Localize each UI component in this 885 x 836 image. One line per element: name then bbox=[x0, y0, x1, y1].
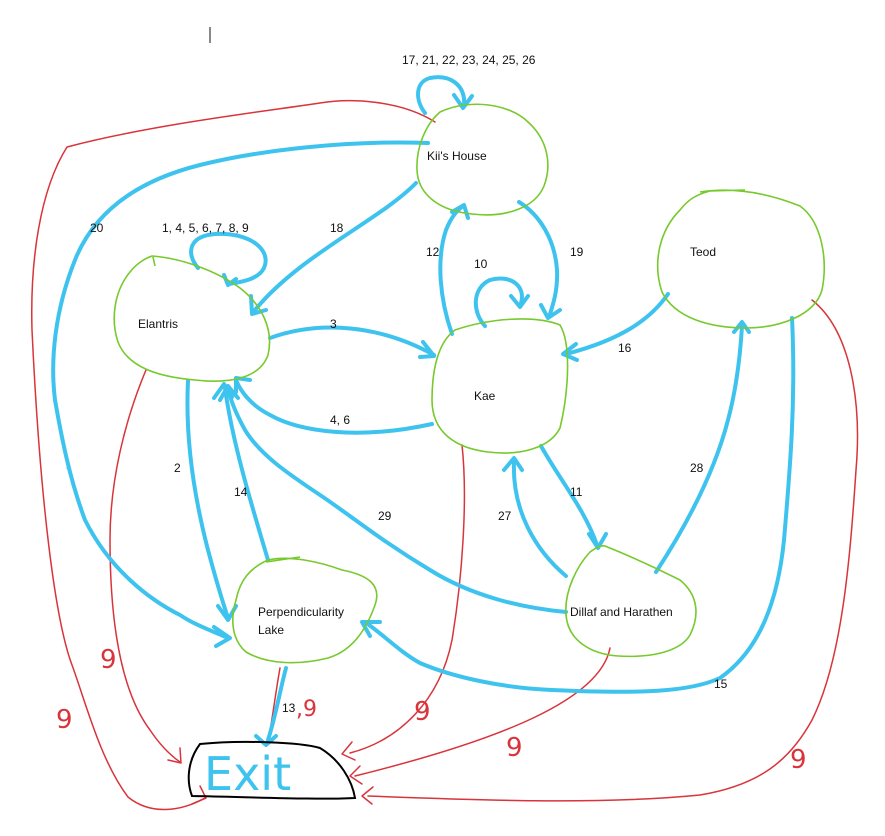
node-label-kae: Kae bbox=[474, 389, 496, 403]
node-label-perpendicularity-2: Lake bbox=[258, 623, 284, 637]
arrow-kae-kii bbox=[438, 204, 465, 336]
arrow-kii-self bbox=[416, 75, 467, 115]
red-arrow-kae-head bbox=[341, 741, 356, 761]
edge-label-11: 11 bbox=[570, 485, 583, 499]
node-elantris bbox=[113, 255, 271, 382]
arrow-elantris-kae-head bbox=[418, 340, 436, 359]
arrow-kae-elantris-head bbox=[234, 376, 252, 394]
edge-label-3: 3 bbox=[330, 317, 337, 331]
arrow-kii-self-head bbox=[452, 93, 474, 110]
node-kiis-house bbox=[416, 103, 549, 216]
nodes bbox=[113, 103, 825, 800]
node-label-elantris: Elantris bbox=[138, 317, 178, 331]
red-label-9-5: 9 bbox=[790, 745, 807, 775]
edge-label-18: 18 bbox=[330, 221, 344, 235]
edge-label-kae-self: 10 bbox=[474, 257, 488, 271]
edge-label-4-6: 4, 6 bbox=[330, 413, 350, 427]
arrow-elantris-perpendicularity bbox=[185, 379, 230, 620]
edge-label-13-red: ,9 bbox=[296, 697, 317, 722]
edge-label-27: 27 bbox=[498, 509, 512, 523]
red-arrow-teod-head bbox=[361, 786, 374, 805]
edge-label-19: 19 bbox=[570, 245, 584, 259]
red-arrow-kii-outer-head bbox=[191, 785, 207, 805]
arrow-kii-elantris bbox=[253, 181, 418, 312]
arrow-kii-kae-head bbox=[539, 303, 562, 320]
red-arrow-elantris-head bbox=[167, 747, 182, 764]
arrow-kae-self bbox=[473, 276, 524, 328]
edge-label-12: 12 bbox=[426, 245, 440, 259]
exit-arrows bbox=[31, 100, 859, 811]
arrow-perpendicularity-elantris bbox=[223, 386, 270, 562]
arrow-kae-self-head bbox=[509, 294, 530, 309]
red-label-9-1: 9 bbox=[100, 645, 117, 675]
arrow-dillaf-teod bbox=[654, 324, 744, 574]
node-exit bbox=[187, 740, 357, 800]
node-label-exit: Exit bbox=[204, 747, 291, 801]
node-label-perpendicularity-1: Perpendicularity bbox=[258, 605, 344, 619]
arrow-elantris-self bbox=[189, 231, 268, 286]
arrow-teod-kae-head bbox=[561, 342, 579, 362]
arrow-kae-elantris bbox=[234, 378, 434, 435]
node-label-dillaf: Dillaf and Harathen bbox=[570, 605, 673, 619]
red-arrow-dillaf bbox=[354, 647, 611, 777]
arrow-teod-perpendicularity-head bbox=[360, 620, 382, 638]
edge-label-elantris-self: 1, 4, 5, 6, 7, 8, 9 bbox=[162, 221, 249, 235]
arrow-kii-perpendicularity-head bbox=[212, 625, 232, 648]
node-perpendicularity bbox=[232, 556, 378, 664]
red-label-9-3: 9 bbox=[414, 697, 431, 727]
edge-label-2: 2 bbox=[174, 461, 181, 475]
stray-dot bbox=[66, 466, 70, 470]
arrow-elantris-kae bbox=[268, 325, 436, 357]
arrow-teod-perpendicularity bbox=[363, 316, 796, 694]
red-arrow-kii-outer bbox=[31, 100, 436, 811]
arrow-dillaf-elantris-head bbox=[218, 384, 240, 402]
arrow-dillaf-kae-head bbox=[502, 456, 524, 472]
arrow-perpendicularity-exit-head bbox=[254, 734, 278, 747]
edge-label-15: 15 bbox=[714, 677, 728, 691]
node-dillaf bbox=[565, 545, 697, 658]
transition-arrows bbox=[51, 75, 796, 747]
edge-label-kii-self: 17, 21, 22, 23, 24, 25, 26 bbox=[402, 53, 536, 67]
arrow-teod-kae bbox=[564, 292, 670, 356]
red-label-9-4: 9 bbox=[506, 733, 523, 763]
arrow-kae-dillaf-head bbox=[587, 532, 608, 550]
red-arrow-elantris bbox=[109, 369, 181, 763]
edge-label-20: 20 bbox=[90, 221, 104, 235]
node-teod bbox=[656, 189, 825, 329]
arrow-dillaf-elantris bbox=[226, 386, 568, 614]
arrow-kii-perpendicularity bbox=[51, 140, 430, 640]
red-arrow-teod bbox=[367, 299, 859, 802]
arrow-perpendicularity-exit bbox=[266, 666, 288, 742]
arrow-dillaf-kae bbox=[511, 460, 568, 578]
red-arrow-dillaf-head bbox=[349, 765, 363, 785]
arrow-kae-dillaf bbox=[539, 444, 599, 547]
arrow-kii-kae bbox=[517, 200, 560, 319]
node-kae bbox=[431, 318, 569, 454]
node-label-kiis-house: Kii's House bbox=[427, 149, 487, 163]
node-label-teod: Teod bbox=[690, 245, 716, 259]
edge-label-28: 28 bbox=[690, 461, 704, 475]
edge-label-29: 29 bbox=[378, 509, 392, 523]
red-arrow-kae bbox=[349, 444, 466, 754]
edge-label-16: 16 bbox=[618, 341, 632, 355]
edge-label-13: 13 bbox=[282, 701, 296, 715]
red-label-9-2: 9 bbox=[56, 705, 73, 735]
edge-label-14: 14 bbox=[234, 485, 248, 499]
